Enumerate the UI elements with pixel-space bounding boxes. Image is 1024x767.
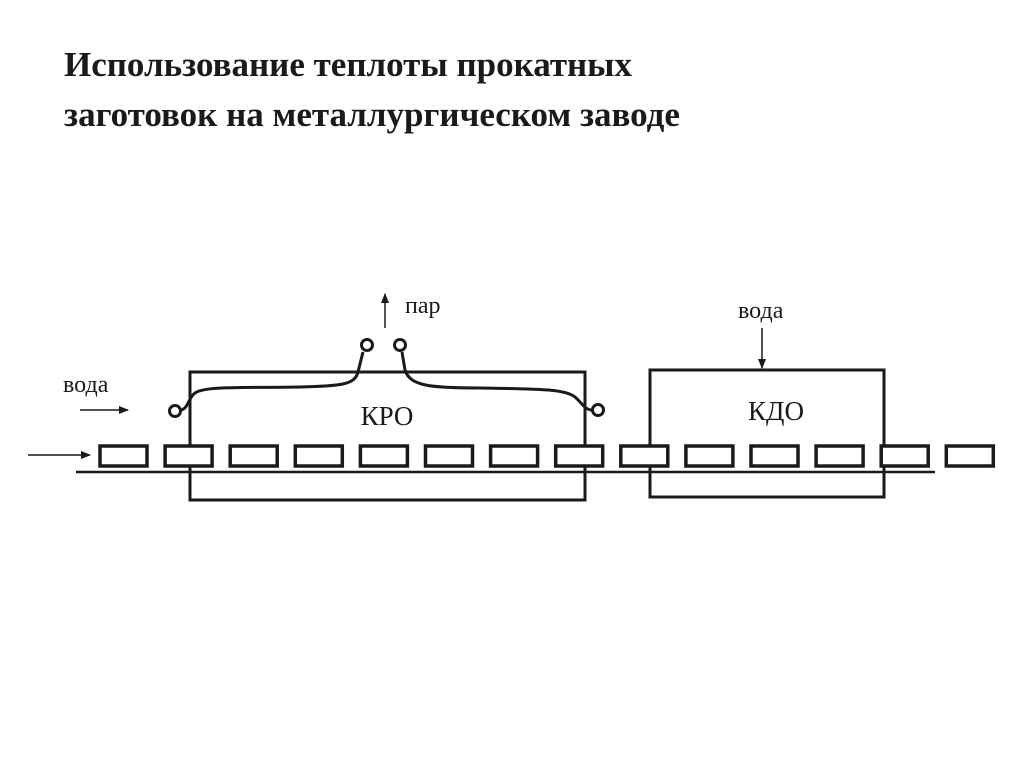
billet	[293, 444, 345, 468]
steam-outlet-ring-left	[360, 338, 374, 352]
billet	[619, 444, 670, 468]
billet	[163, 444, 214, 468]
title-line-1: Использование теплоты прокатных	[64, 45, 632, 84]
billet	[814, 444, 865, 468]
pipe-outlet-ring	[591, 403, 605, 417]
steam-out-label: пар	[405, 293, 441, 319]
billet	[684, 444, 735, 468]
billet	[423, 444, 475, 468]
steam-outlet-ring-right	[393, 338, 407, 352]
billet	[358, 444, 410, 468]
kdo-label: КДО	[748, 396, 804, 426]
kro-unit-box	[188, 370, 587, 502]
kro-label: КРО	[361, 401, 414, 431]
billet	[553, 444, 605, 468]
kdo-unit-box	[648, 368, 886, 499]
water-in-kdo-label: вода	[738, 298, 784, 324]
billet	[228, 444, 279, 468]
title-line-2: заготовок на металлургическом заводе	[64, 95, 680, 134]
kro-pipe-left	[179, 351, 365, 412]
kro-pipe-right	[400, 351, 593, 412]
billets-group	[98, 444, 996, 468]
pipe-inlet-ring	[168, 404, 182, 418]
slide-title: Использование теплоты прокатных заготово…	[64, 40, 680, 140]
billet	[879, 444, 930, 468]
billet	[944, 444, 996, 468]
water-in-kro-label: вода	[63, 372, 109, 398]
billet	[749, 444, 800, 468]
billet	[488, 444, 540, 468]
billet	[98, 444, 149, 468]
